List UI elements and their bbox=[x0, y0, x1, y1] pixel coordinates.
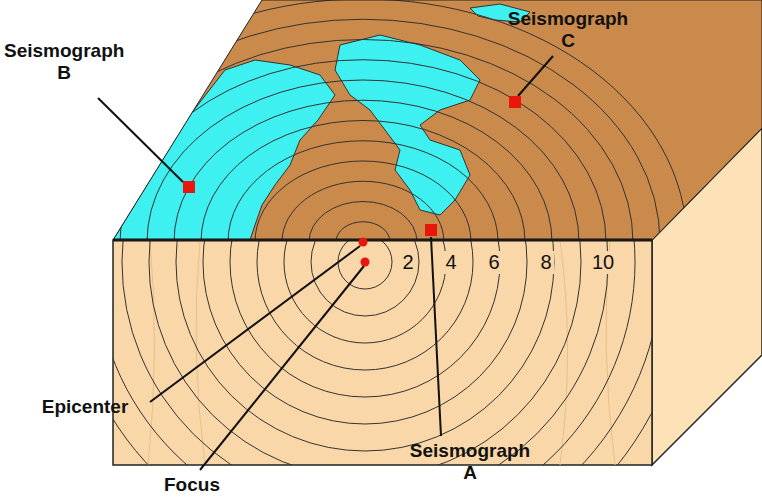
leader-line bbox=[518, 56, 553, 96]
wave-ring bbox=[309, 202, 417, 283]
station-label: Seismograph C bbox=[508, 8, 628, 52]
wave-ring bbox=[230, 240, 500, 397]
wave-ring bbox=[113, 240, 635, 465]
distance-number: 8 bbox=[538, 251, 553, 274]
epicenter-dot bbox=[359, 238, 368, 247]
wave-ring bbox=[147, 80, 579, 404]
leader-line bbox=[200, 266, 364, 470]
distance-number: 10 bbox=[590, 251, 616, 274]
leader-line bbox=[150, 246, 360, 402]
distance-number: 4 bbox=[443, 251, 458, 274]
leader-line bbox=[98, 98, 183, 182]
epicenter-label: Epicenter bbox=[42, 396, 129, 418]
wave-ring bbox=[338, 240, 392, 289]
wave-ring bbox=[66, 19, 660, 465]
focus-label: Focus bbox=[164, 474, 220, 496]
wave-ring bbox=[176, 240, 554, 451]
seismograph-marker bbox=[509, 96, 521, 108]
wave-ring bbox=[120, 60, 606, 425]
block-front bbox=[113, 240, 652, 465]
wave-ring bbox=[122, 240, 608, 465]
wave-ring bbox=[336, 222, 390, 263]
focus-dot bbox=[361, 258, 370, 267]
wave-ring bbox=[257, 240, 473, 370]
leader-lines bbox=[98, 56, 553, 470]
wave-ring bbox=[311, 240, 419, 316]
wave-ring bbox=[113, 240, 652, 465]
wave-ring bbox=[282, 181, 444, 303]
station-label: Seismograph B bbox=[4, 40, 124, 84]
block-top-outline bbox=[113, 0, 762, 240]
station-label: Seismograph A bbox=[410, 440, 530, 484]
land bbox=[113, 0, 762, 240]
seismograph-marker bbox=[183, 181, 195, 193]
wave-ring bbox=[284, 240, 446, 343]
seismograph-marker bbox=[425, 224, 437, 236]
wave-ring bbox=[93, 40, 633, 445]
distance-number: 2 bbox=[400, 251, 415, 274]
wood-grain bbox=[148, 240, 615, 465]
wave-ring bbox=[113, 240, 652, 465]
distance-number: 6 bbox=[486, 251, 501, 274]
leader-line bbox=[431, 237, 441, 436]
wave-ring bbox=[149, 240, 581, 465]
wave-ring bbox=[203, 240, 527, 424]
